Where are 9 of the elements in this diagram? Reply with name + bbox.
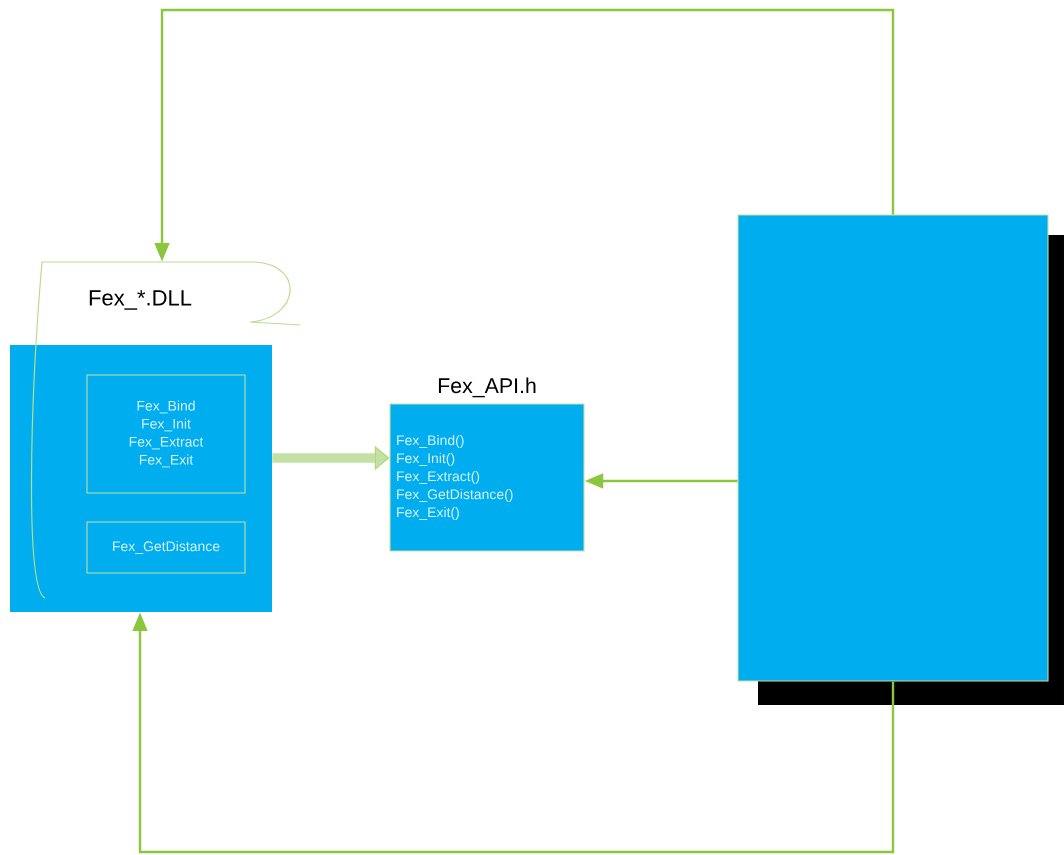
node-label: Fex_GetDistance() (397, 488, 513, 502)
header-box: Fex_Bind() Fex_Init() Fex_Extract() Fex_GetDistance() Fex_Exit() (389, 403, 585, 552)
node-label: Fex_Exit() (397, 506, 459, 520)
node-label: Fex_Extract() (397, 470, 480, 484)
heading: Fex_API.h (438, 377, 536, 398)
process-box (737, 214, 1064, 705)
heading: Fex_*.DLL (89, 290, 192, 310)
node-label: Fex_Bind() (397, 434, 464, 448)
node-label: Fex_Init() (397, 452, 455, 466)
